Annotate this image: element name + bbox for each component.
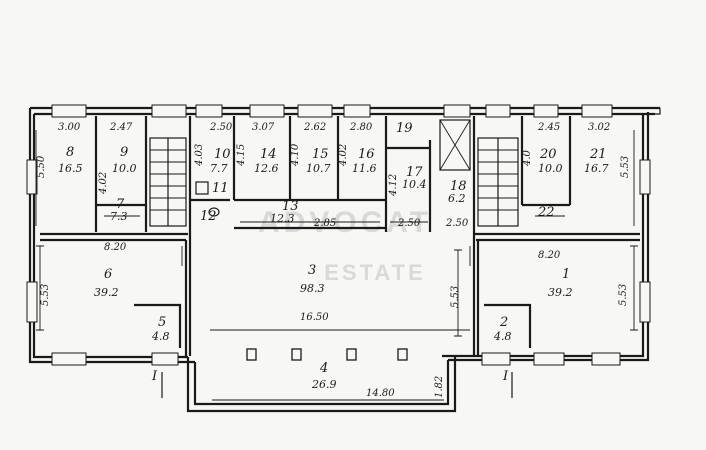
room-13-number: 13 (282, 199, 299, 214)
room-17-number: 17 (406, 165, 423, 180)
room-10-area: 7.7 (210, 162, 228, 175)
dimension-labels: 3.00 2.47 2.50 3.07 2.62 2.80 2.45 3.02 … (36, 122, 631, 399)
room-21-area: 16.7 (584, 162, 609, 175)
room-21-number: 21 (589, 147, 607, 162)
interior-walls (40, 116, 640, 356)
stairs-left (149, 137, 187, 227)
dim-right-lower: 5.53 (618, 284, 629, 306)
room-3-number: 3 (308, 263, 316, 278)
dim-corridor: 2.85 (313, 218, 336, 229)
room-1-area: 39.2 (548, 286, 573, 299)
dim-hall-height: 5.53 (450, 286, 461, 308)
room-16-number: 16 (358, 147, 375, 162)
room-6-area: 39.2 (94, 286, 119, 299)
dim-top-1: 3.00 (58, 122, 81, 133)
dim-left-lower: 5.53 (40, 284, 51, 306)
dim-right-upper: 5.53 (620, 156, 631, 178)
watermark-line-2: ESTATE (324, 260, 426, 285)
room-20-area: 10.0 (538, 162, 563, 175)
room-8-number: 8 (66, 145, 74, 160)
windows (26, 104, 651, 366)
room-5-number: 5 (158, 315, 166, 330)
room-12-number: 12 (200, 209, 217, 224)
room-20-number: 20 (539, 147, 557, 162)
dim-porch-width: 14.80 (366, 388, 395, 399)
dim-room18-w: 2.50 (445, 218, 469, 229)
room-13-area: 12.3 (270, 212, 295, 225)
room-labels: 8 16.5 9 10.0 7 7.3 10 7.7 11 12 14 12.6… (58, 121, 609, 391)
room-7-area: 7.3 (110, 210, 128, 223)
dimension-lines (35, 130, 638, 401)
dim-room17-w: 2.50 (397, 218, 421, 229)
section-mark-left-label: I (151, 369, 158, 384)
dim-left-upper: 5.50 (36, 155, 47, 178)
dim-top-7: 2.45 (537, 122, 560, 133)
dim-hall-width: 16.50 (300, 312, 329, 323)
room-1-number: 1 (562, 267, 570, 282)
section-mark-right: I (502, 369, 513, 398)
room-15-area: 10.7 (306, 162, 331, 175)
dim-top-8: 3.02 (588, 122, 610, 133)
room-15-number: 15 (312, 147, 329, 162)
room-5-area: 4.8 (151, 330, 170, 343)
stairs-right (477, 137, 519, 227)
room-11-number: 11 (212, 181, 229, 196)
dim-8-20-right: 8.20 (538, 250, 561, 261)
room-2-area: 4.8 (493, 330, 512, 343)
pillars (246, 348, 408, 361)
dim-top-5: 2.62 (303, 122, 326, 133)
dim-room20-h: 4.0 (522, 149, 533, 167)
room-16-area: 11.6 (352, 162, 377, 175)
room-14-area: 12.6 (254, 162, 279, 175)
room-4-number: 4 (319, 361, 328, 376)
dim-room14-h: 4.15 (236, 144, 247, 167)
room-14-number: 14 (260, 147, 277, 162)
dim-room15-h: 4.10 (290, 143, 301, 167)
toilet-fixture (195, 181, 220, 217)
room-18-number: 18 (450, 179, 467, 194)
room-10-number: 10 (214, 147, 231, 162)
room-18-area: 6.2 (448, 192, 466, 205)
dim-8-20-left: 8.20 (104, 242, 127, 253)
dim-room9-h: 4.02 (98, 172, 109, 195)
room-19-number: 19 (396, 121, 413, 136)
room-17-area: 10.4 (402, 178, 427, 191)
stairs-center (439, 119, 471, 171)
section-mark-left: I (151, 369, 163, 398)
dim-room17-h: 4.12 (388, 174, 399, 197)
room-22-number: 22 (537, 205, 555, 220)
dim-top-2: 2.47 (109, 122, 133, 133)
room-8-area: 16.5 (58, 162, 83, 175)
room-9-area: 10.0 (112, 162, 137, 175)
room-3-area: 98.3 (300, 282, 325, 295)
dim-top-4: 3.07 (252, 122, 275, 133)
room-6-number: 6 (104, 267, 112, 282)
watermark-line-1: ADVOCAT (258, 206, 432, 239)
room-7-number: 7 (116, 197, 125, 212)
room-9-number: 9 (120, 145, 128, 160)
section-mark-right-label: I (502, 369, 509, 384)
room-2-number: 2 (499, 315, 508, 330)
room-4-area: 26.9 (311, 378, 337, 391)
dim-porch-depth: 1.82 (434, 376, 445, 398)
dim-top-3: 2.50 (209, 122, 233, 133)
dim-room16-h: 4.02 (338, 144, 349, 167)
dim-top-6: 2.80 (349, 122, 373, 133)
dim-room10-h: 4.03 (194, 144, 205, 167)
